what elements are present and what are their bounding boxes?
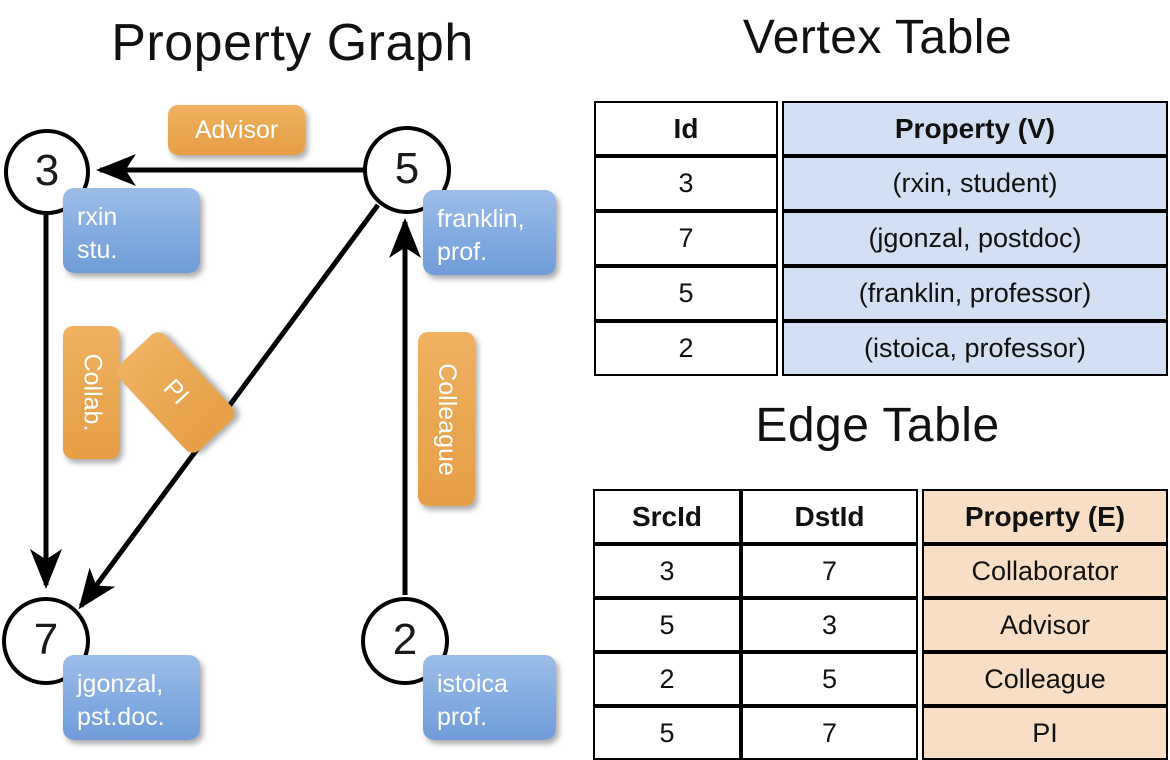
edge-table-row-0-dstid: 7	[741, 544, 918, 598]
edge-table-header-srcid: SrcId	[593, 489, 741, 544]
node-5-property-box: franklin, prof.	[423, 190, 556, 275]
edge-table-row-2-property: Colleague	[922, 652, 1168, 706]
vertex-table-row-2-id: 5	[594, 266, 778, 321]
edge-table-row-3-dstid: 7	[741, 706, 918, 760]
vertex-table-row-3-property: (istoica, professor)	[782, 321, 1168, 376]
vertex-table-header-id: Id	[594, 101, 778, 156]
edge-table-row-3-property: PI	[922, 706, 1168, 760]
vertex-table-row-1-property: (jgonzal, postdoc)	[782, 211, 1168, 266]
vertex-table-row-0-property: (rxin, student)	[782, 156, 1168, 211]
edge-table-header-dstid: DstId	[741, 489, 918, 544]
graph-node-7-label: 7	[33, 615, 59, 664]
node-3-property-box: rxin stu.	[63, 188, 200, 273]
graph-node-2-label: 2	[392, 615, 418, 664]
graph-node-3[interactable]: 3	[4, 129, 90, 215]
property-graph-diagram: 3 5 7 2 rxin stu. franklin, prof. jgonza…	[2, 105, 556, 740]
edge-table-row-3-srcid: 5	[593, 706, 741, 760]
edge-label-colleague: Colleague	[418, 332, 475, 506]
edge-table-row-1-dstid: 3	[741, 598, 918, 652]
edge-table-row-1-srcid: 5	[593, 598, 741, 652]
edge-table-row-2-srcid: 2	[593, 652, 741, 706]
edge-table-header-property: Property (E)	[922, 489, 1168, 544]
node-2-property-box: istoica prof.	[423, 655, 556, 740]
vertex-table-header-property: Property (V)	[782, 101, 1168, 156]
vertex-table-row-2-property: (franklin, professor)	[782, 266, 1168, 321]
page-title-vertex-table: Vertex Table	[742, 11, 1013, 64]
page-title-edge-table: Edge Table	[755, 399, 1000, 452]
page-title-property-graph: Property Graph	[111, 14, 474, 72]
edge-table-row-1-property: Advisor	[922, 598, 1168, 652]
vertex-table-row-3-id: 2	[594, 321, 778, 376]
graph-node-3-label: 3	[34, 146, 60, 195]
edge-table-row-0-property: Collaborator	[922, 544, 1168, 598]
edge-table-row-2-dstid: 5	[741, 652, 918, 706]
edge-label-collab: Collab.	[63, 326, 120, 459]
vertex-table-row-1-id: 7	[594, 211, 778, 266]
node-7-property-box: jgonzal, pst.doc.	[63, 655, 200, 740]
vertex-table-row-0-id: 3	[594, 156, 778, 211]
graph-node-5-label: 5	[394, 144, 420, 193]
edge-table-row-0-srcid: 3	[593, 544, 741, 598]
edge-label-advisor-text: Advisor	[194, 115, 279, 144]
edge-label-advisor: Advisor	[168, 105, 305, 155]
